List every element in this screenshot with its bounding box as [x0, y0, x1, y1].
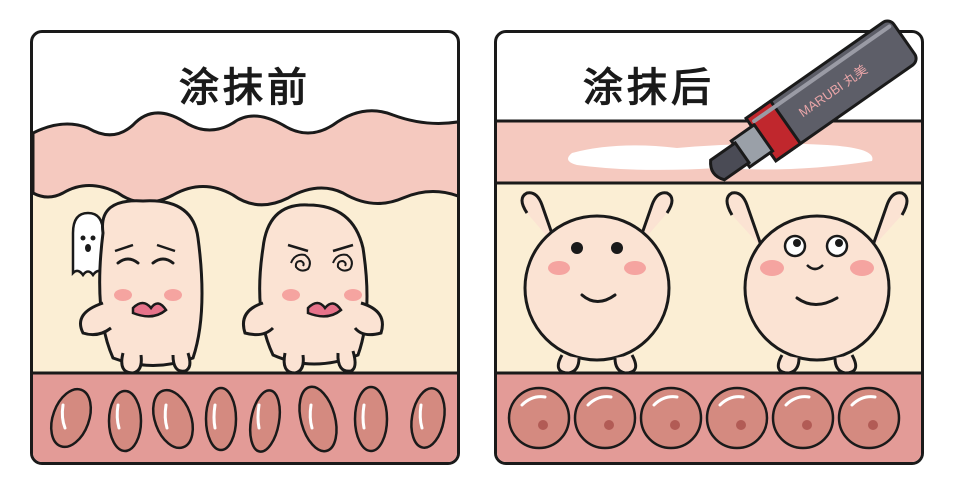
dermis-layer: [33, 183, 457, 373]
before-illustration: [33, 109, 457, 462]
after-illustration: [497, 119, 921, 462]
cream-layer: [568, 143, 873, 170]
ghost-icon: [71, 211, 105, 278]
before-panel: 涂抹前: [30, 30, 460, 465]
sad-cell-1: [79, 199, 204, 375]
happy-cell-2: [725, 191, 909, 375]
after-panel: 涂抹后: [494, 30, 924, 465]
after-title: 涂抹后: [583, 65, 715, 111]
bottom-layer: [33, 373, 457, 462]
before-title: 涂抹前: [179, 65, 311, 111]
dizzy-cell-2: [242, 203, 384, 375]
happy-cell-1: [520, 191, 674, 375]
